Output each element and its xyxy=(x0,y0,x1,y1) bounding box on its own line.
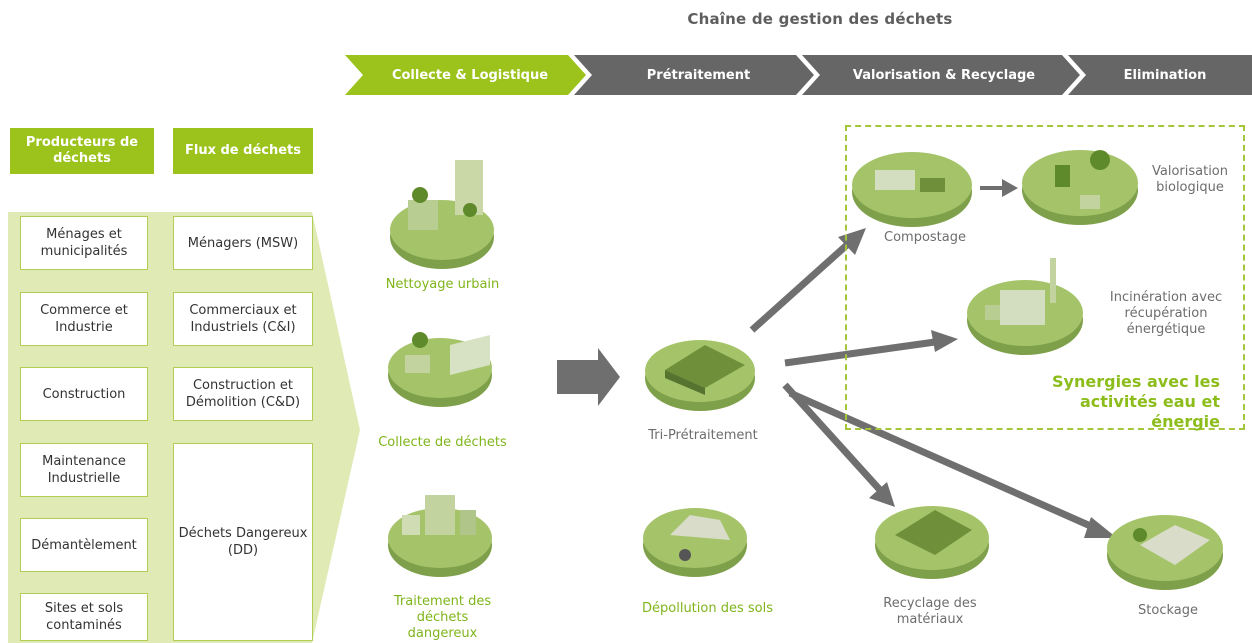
label-sorting: Tri-Prétraitement xyxy=(648,428,758,443)
label-storage: Stockage xyxy=(1138,603,1198,618)
producer-item: Commerce et Industrie xyxy=(20,292,148,346)
stage-chevron-collecte xyxy=(345,55,586,95)
producer-item: Ménages et municipalités xyxy=(20,216,148,270)
soil-illustration xyxy=(643,508,747,577)
producer-item: Construction xyxy=(20,367,148,421)
incineration-illustration xyxy=(967,258,1083,355)
urban-illustration xyxy=(390,160,494,269)
hazardous-illustration xyxy=(388,495,492,577)
stage-label-pretraitement: Prétraitement xyxy=(646,67,751,83)
producer-item: Maintenance Industrielle xyxy=(20,443,148,497)
flow-item: Déchets Dangereux (DD) xyxy=(173,443,313,641)
flow-item: Ménagers (MSW) xyxy=(173,216,313,270)
stage-chevron-valorisation xyxy=(802,55,1080,95)
recycling-illustration xyxy=(875,506,989,579)
process-arrow xyxy=(557,348,620,406)
producer-item: Démantèlement xyxy=(20,518,148,572)
stage-label-valorisation: Valorisation & Recyclage xyxy=(852,67,1036,83)
synergy-box xyxy=(845,125,1245,430)
biological-illustration xyxy=(1022,150,1138,225)
stage-label-collecte: Collecte & Logistique xyxy=(391,67,549,83)
collection-illustration xyxy=(388,332,492,407)
label-urban-cleaning: Nettoyage urbain xyxy=(385,277,500,292)
producer-item: Sites et sols contaminés xyxy=(20,593,148,641)
storage-illustration xyxy=(1107,515,1223,590)
label-incineration: Incinération avec récupération énergétiq… xyxy=(1109,290,1223,337)
stage-label-elimination: Elimination xyxy=(1123,67,1207,83)
composting-illustration xyxy=(852,152,972,227)
producers-header: Producteurs de déchets xyxy=(10,128,154,174)
flows-header: Flux de déchets xyxy=(173,128,313,174)
label-composting: Compostage xyxy=(884,230,966,245)
flow-item: Commerciaux et Industriels (C&I) xyxy=(173,292,313,346)
label-soil-remediation: Dépollution des sols xyxy=(642,601,773,616)
sorting-illustration xyxy=(645,340,755,411)
label-biological: Valorisation biologique xyxy=(1151,164,1228,195)
label-waste-collection: Collecte de déchets xyxy=(378,435,507,450)
synergy-label: Synergies avec les activités eau et éner… xyxy=(1052,372,1220,431)
flow-item: Construction et Démolition (C&D) xyxy=(173,367,313,421)
stage-chevron-elimination xyxy=(1068,55,1252,95)
label-recycling: Recyclage des matériaux xyxy=(883,596,977,627)
label-hazardous-treatment: Traitement des déchets dangereux xyxy=(393,594,492,641)
stage-chevron-pretraitement xyxy=(574,55,814,95)
diagram-title: Chaîne de gestion des déchets xyxy=(687,10,953,28)
